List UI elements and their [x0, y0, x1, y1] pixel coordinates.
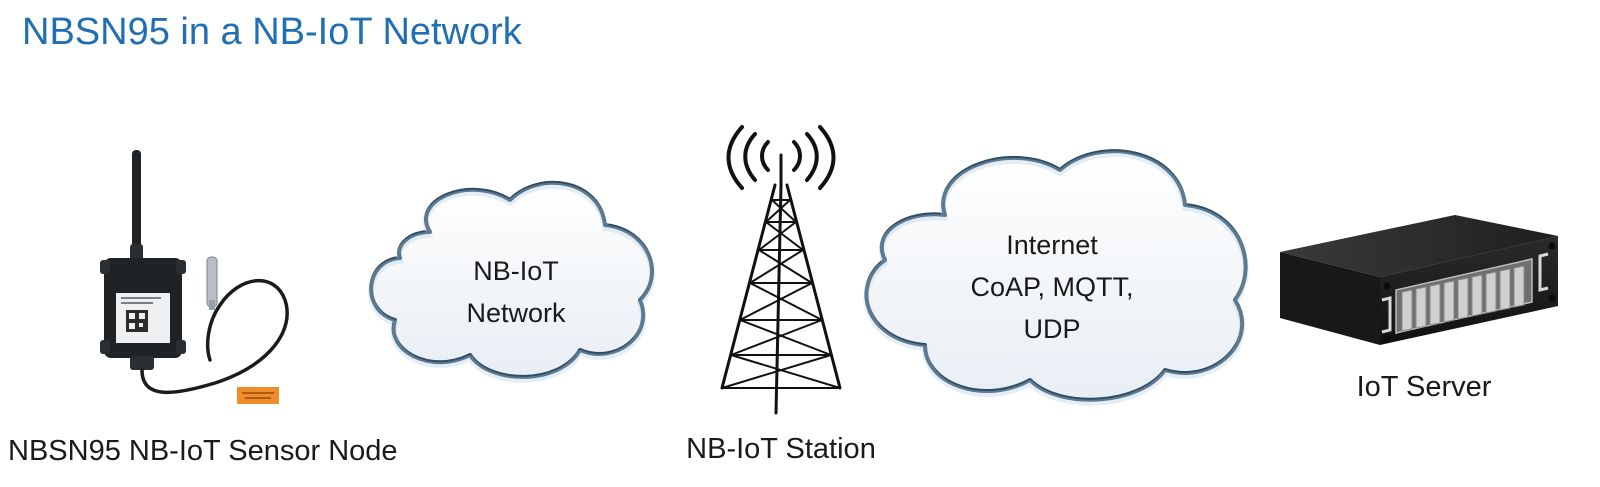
- internet-cloud-line3: UDP: [1023, 314, 1080, 344]
- antenna-icon: [132, 150, 141, 260]
- server-label: IoT Server: [1357, 371, 1492, 403]
- station-label: NB-IoT Station: [686, 433, 876, 465]
- page-title: NBSN95 in a NB-IoT Network: [22, 11, 522, 53]
- sensor-node-device: [100, 150, 289, 404]
- cell-tower-icon: [720, 125, 842, 415]
- temperature-probe-icon: [206, 256, 218, 308]
- nb-cloud-line2: Network: [466, 298, 566, 328]
- sensor-node-label: NBSN95 NB-IoT Sensor Node: [8, 435, 398, 467]
- nb-cloud-line1: NB-IoT: [473, 256, 559, 286]
- internet-cloud-line1: Internet: [1006, 230, 1098, 260]
- server-rack-icon: [1280, 215, 1558, 345]
- nb-iot-network-cloud: NB-IoT Network: [368, 180, 656, 383]
- signal-waves-icon: [726, 125, 836, 190]
- internet-cloud-line2: CoAP, MQTT,: [970, 272, 1133, 302]
- warning-tag-icon: [237, 387, 279, 404]
- internet-cloud: Internet CoAP, MQTT, UDP: [863, 149, 1249, 406]
